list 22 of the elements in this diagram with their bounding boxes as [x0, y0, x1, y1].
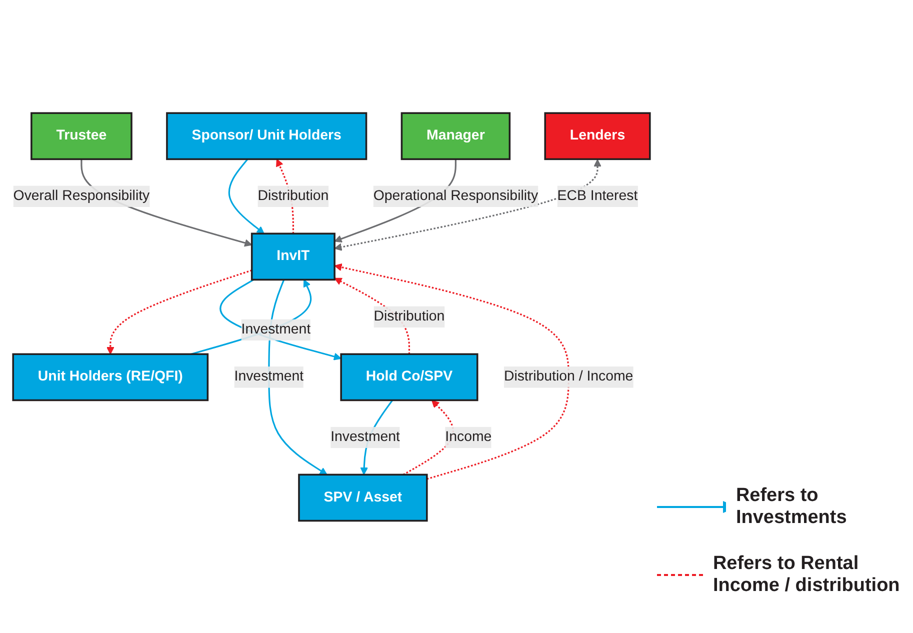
edge-label: Distribution [258, 188, 329, 204]
edge-label: Overall Responsibility [13, 188, 150, 204]
legend-text: Refers to Investments [736, 485, 848, 529]
node-box: Unit Holders (RE/QFI) [12, 352, 209, 401]
node-box: SPV / Asset [298, 473, 428, 522]
edge-label: Operational Responsibility [373, 188, 538, 204]
node-box: Manager [400, 112, 511, 160]
node-box: InvIT [250, 232, 336, 280]
legend-text: Refers to Rental Income / distribution [712, 553, 901, 597]
edge-label: Distribution / Income [504, 368, 634, 384]
node-box: Sponsor/ Unit Holders [166, 112, 368, 160]
edge-label: ECB Interest [557, 188, 638, 204]
arrow [106, 269, 252, 354]
edge-label: Investment [330, 429, 400, 444]
edge-label: Distribution [374, 308, 445, 324]
edge-label: Investment [234, 368, 304, 384]
node-box: Hold Co/SPV [340, 352, 478, 401]
edge-label: Income [445, 429, 492, 444]
edge-label: Investment [241, 321, 311, 337]
node-box: Trustee [30, 112, 132, 160]
node-box: Lenders [544, 112, 651, 160]
arrow [228, 158, 264, 234]
